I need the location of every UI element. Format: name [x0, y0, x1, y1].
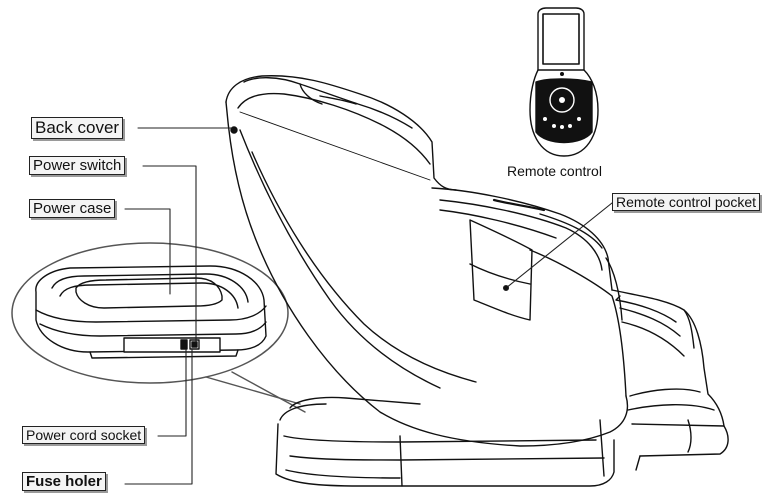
power-cord-socket-label: Power cord socket: [22, 426, 146, 445]
fuse-holer-label: Fuse holer: [22, 472, 106, 492]
power-case-drawing: [35, 265, 267, 359]
power-case-label: Power case: [29, 199, 116, 219]
remote-control-pocket-label: Remote control pocket: [612, 193, 761, 212]
power-switch-label: Power switch: [29, 156, 126, 176]
remote-control-caption: Remote control: [507, 163, 602, 179]
leader-lines: [124, 127, 613, 485]
back-cover-label: Back cover: [31, 117, 124, 139]
remote-control-drawing: [529, 7, 599, 157]
chair-body: [225, 75, 729, 487]
